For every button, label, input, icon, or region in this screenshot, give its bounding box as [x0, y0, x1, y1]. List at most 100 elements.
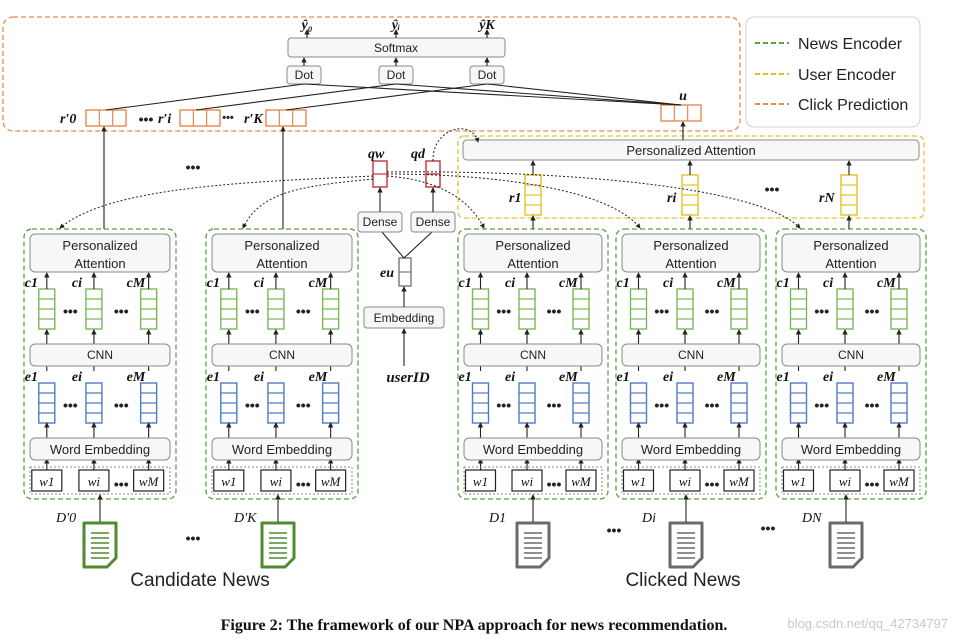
user-id-label: userID [386, 370, 430, 386]
embedding-label: e1 [617, 370, 630, 385]
ellipsis: ••• [186, 530, 201, 546]
words-box [211, 466, 353, 495]
candidate-news-representation-frame [265, 109, 307, 127]
context-vector [789, 288, 808, 330]
dense-doc-label: Dense [416, 215, 451, 229]
word-token: wM [321, 474, 342, 489]
personalized-attention-box [463, 233, 603, 273]
ellipsis: ••• [63, 397, 78, 413]
ellipsis: ••• [114, 397, 129, 413]
legend-news-encoder: News Encoder [798, 36, 903, 53]
word-query-label: qw [368, 147, 385, 162]
word-token: wi [679, 474, 692, 489]
click-score-output: ŷK [477, 18, 496, 33]
ellipsis: ••• [296, 397, 311, 413]
news-encoder-click1: PersonalizedAttentionc1e1w1cieiwicMeMwM•… [457, 228, 609, 569]
word-embedding-vector [730, 382, 748, 424]
user-embedding-label: eu [380, 266, 394, 281]
words-box [621, 466, 761, 495]
cnn-label: CNN [269, 348, 295, 362]
ellipsis: ••• [114, 476, 129, 492]
ellipsis: ••• [765, 181, 780, 197]
ellipsis: ••• [865, 397, 880, 413]
user-personalized-attention-box [462, 139, 920, 161]
embedding-label: eM [559, 370, 578, 385]
cnn-box [781, 343, 921, 367]
news-encoder-frame [205, 228, 359, 500]
personalized-attention-label-1: Personalized [62, 238, 137, 253]
personalized-attention-label-2: Attention [74, 256, 125, 271]
ellipsis: ••• [296, 303, 311, 319]
ellipsis: ••• [186, 159, 201, 175]
personalized-attention-label-2: Attention [256, 256, 307, 271]
embedding-label: ei [72, 370, 82, 385]
embedding-label: eM [127, 370, 146, 385]
word-embedding-vector [471, 382, 490, 424]
words-box [463, 466, 603, 495]
news-document [260, 521, 296, 569]
legend: News Encoder User Encoder Click Predicti… [745, 16, 921, 128]
ellipsis: ••• [814, 303, 829, 319]
context-vector [220, 288, 238, 330]
watermark: blog.csdn.net/qq_42734797 [788, 616, 948, 631]
dot-product-label: Dot [478, 68, 497, 82]
ellipsis: ••• [865, 476, 880, 492]
ellipsis: ••• [705, 476, 720, 492]
words-box [29, 466, 171, 495]
embedding-label: ei [823, 370, 833, 385]
word-embedding-box [781, 437, 921, 461]
vector-to-dense-line [381, 231, 405, 259]
word-embedding-vector [139, 382, 158, 424]
context-vector [518, 288, 536, 330]
embedding-label: eM [877, 370, 896, 385]
word-embedding-vector [321, 382, 340, 424]
personalized-attention-label-1: Personalized [495, 238, 570, 253]
user-to-dot-line [395, 83, 682, 106]
candidate-news-representation [179, 109, 221, 127]
word-embedding-label: Word Embedding [232, 442, 332, 457]
context-vector [38, 288, 56, 330]
ellipsis: ••• [245, 397, 260, 413]
user-to-dot-line [303, 83, 682, 106]
ellipsis: ••• [654, 397, 669, 413]
cnn-label: CNN [678, 348, 704, 362]
context-vector [890, 288, 908, 330]
ellipsis: ••• [63, 303, 78, 319]
word-token: wi [270, 474, 283, 489]
user-personalized-attention-label: Personalized Attention [626, 143, 755, 158]
ellipsis: ••• [139, 111, 154, 127]
word-query-to-attention-arrow [242, 178, 374, 229]
news-document-sheet [515, 521, 551, 569]
word-token: wM [729, 474, 750, 489]
news-document [668, 521, 704, 569]
context-label: ci [823, 276, 833, 291]
ellipsis: ••• [222, 112, 234, 124]
ellipsis: ••• [814, 397, 829, 413]
clicked-news-representation [840, 174, 858, 216]
candidate-to-dot-line [105, 83, 305, 111]
context-label: ci [72, 276, 82, 291]
word-embedding-vector [890, 382, 908, 424]
news-document [82, 521, 118, 569]
click-score-output: ŷᵢ [390, 18, 401, 33]
word-token: wi [521, 474, 534, 489]
word-token: w1 [473, 474, 488, 489]
word-query-to-attention-arrow [59, 175, 374, 229]
figure-caption: Figure 2: The framework of our NPA appro… [221, 617, 728, 634]
ellipsis: ••• [705, 397, 720, 413]
embedding-label: ei [663, 370, 673, 385]
document-label: D′0 [55, 511, 76, 526]
embedding-label: Embedding [374, 311, 435, 325]
context-vector [629, 288, 648, 330]
ellipsis: ••• [761, 520, 776, 536]
word-embedding-vector [38, 382, 56, 424]
word-token: w1 [39, 474, 54, 489]
context-label: c1 [459, 276, 472, 291]
word-token: w1 [221, 474, 236, 489]
word-embedding-label: Word Embedding [801, 442, 901, 457]
ellipsis: ••• [654, 303, 669, 319]
cnn-label: CNN [838, 348, 864, 362]
embedding-label: e1 [459, 370, 472, 385]
user-vector-label: u [679, 89, 687, 104]
embedding-label: e1 [25, 370, 38, 385]
